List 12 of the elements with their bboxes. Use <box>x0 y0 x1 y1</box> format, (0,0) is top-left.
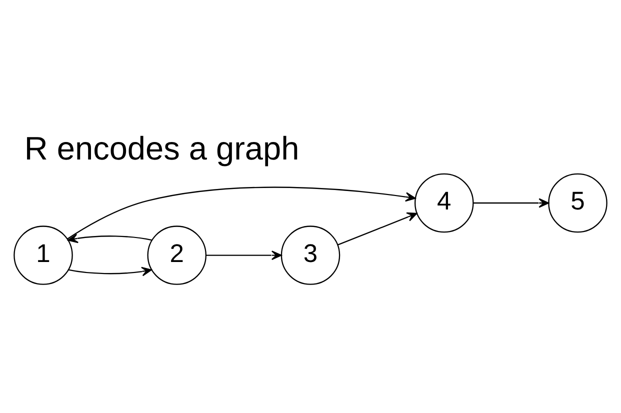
diagram-title: R encodes a graph <box>24 130 300 166</box>
arrow <box>473 198 550 208</box>
arrow <box>68 266 152 276</box>
node-circle: 1 <box>14 226 73 285</box>
arrow <box>67 186 416 240</box>
node-circle: 4 <box>414 173 474 233</box>
arrow <box>68 234 152 244</box>
node-circle: 2 <box>147 226 206 285</box>
node-circle: 3 <box>280 226 340 285</box>
arrow <box>206 250 282 260</box>
node-circle: 5 <box>548 173 608 233</box>
arrow <box>338 212 418 246</box>
